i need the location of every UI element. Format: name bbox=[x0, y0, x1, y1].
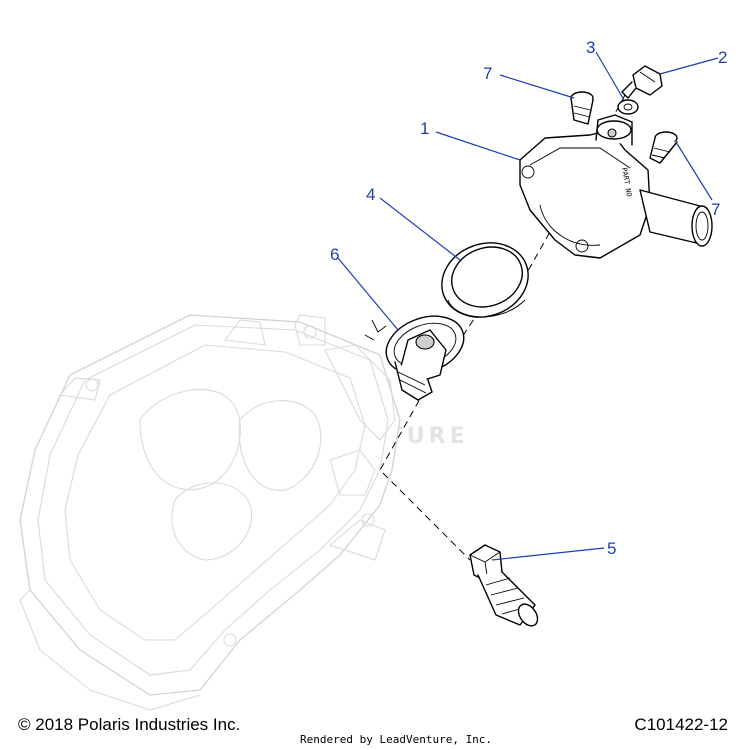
callout-7-right: 7 bbox=[711, 200, 720, 219]
hose-fitting-5 bbox=[469, 544, 539, 627]
callout-2: 2 bbox=[718, 48, 727, 67]
thermostat-6 bbox=[364, 315, 465, 401]
bolt-7-right bbox=[649, 131, 678, 164]
bolt-2 bbox=[621, 65, 663, 99]
seal-ring-4 bbox=[441, 242, 529, 318]
callout-7-left: 7 bbox=[483, 64, 492, 83]
callout-1: 1 bbox=[420, 119, 429, 138]
washer-3 bbox=[617, 99, 639, 115]
callout-5: 5 bbox=[607, 539, 616, 558]
callout-6: 6 bbox=[330, 245, 339, 264]
cylinder-head-background bbox=[19, 314, 401, 711]
leader-lines bbox=[337, 51, 719, 561]
callout-3: 3 bbox=[586, 38, 595, 57]
copyright-text: © 2018 Polaris Industries Inc. bbox=[18, 715, 241, 734]
diagram-id: C101422-12 bbox=[634, 715, 728, 734]
callout-4: 4 bbox=[366, 185, 375, 204]
thermostat-housing: PART NO bbox=[519, 114, 713, 259]
rendered-by-text: Rendered by LeadVenture, Inc. bbox=[300, 733, 493, 746]
bolt-7-left bbox=[570, 91, 594, 125]
